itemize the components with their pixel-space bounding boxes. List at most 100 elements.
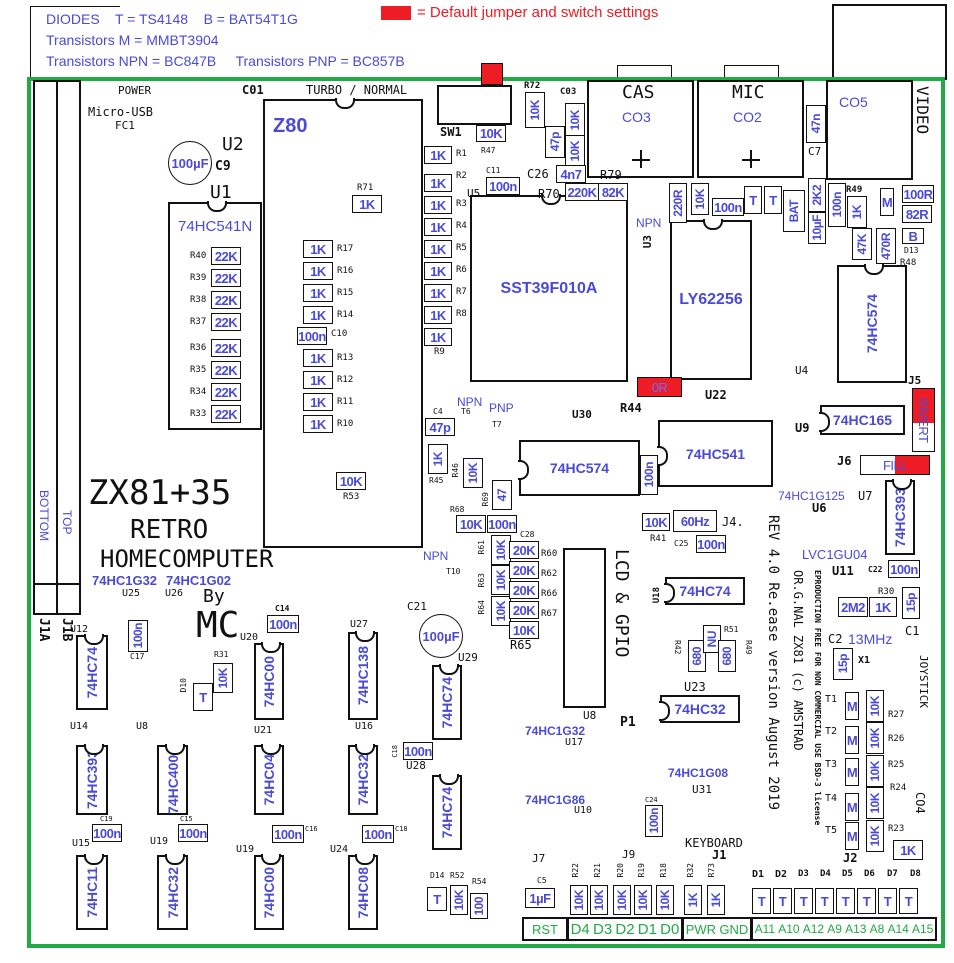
chip-notch xyxy=(84,634,104,645)
jumper-turbo[interactable] xyxy=(481,63,503,85)
ic-chip-text: SST39F010A xyxy=(500,279,598,297)
ic-chip-text: 74HC11 xyxy=(84,867,100,918)
component-value-box-text: 220R xyxy=(671,189,685,217)
silkscreen-label: R71 xyxy=(357,184,373,193)
silkscreen-label-text: C9 xyxy=(215,159,231,174)
silkscreen-label-text: HOMECOMPUTER xyxy=(100,545,274,573)
co5-label-text: CO5 xyxy=(839,94,868,110)
silkscreen-label-text: C21 xyxy=(407,600,427,613)
silkscreen-label-text: R68 xyxy=(450,505,465,514)
component-value-box-text: 1K xyxy=(310,285,326,301)
silkscreen-label: R30 xyxy=(878,588,894,597)
chip-notch xyxy=(703,219,723,230)
silkscreen-label: U21 xyxy=(254,726,272,736)
jumper-setting[interactable]: INVERT xyxy=(912,388,935,452)
component-value-box-text: M xyxy=(881,194,893,210)
silkscreen-label: J5 xyxy=(908,375,921,386)
component-value-box: 10K xyxy=(491,535,511,565)
component-value-box: 10K xyxy=(866,787,884,819)
chip-notch xyxy=(261,854,281,865)
silkscreen-label: R4 xyxy=(456,222,467,231)
silkscreen-label: R41 xyxy=(650,535,666,544)
component-value-box-text: 1K xyxy=(430,219,446,235)
component-value-box-text: 10K xyxy=(868,760,882,782)
silkscreen-label-text: C28 xyxy=(520,530,535,539)
silkscreen-label-text: R70 xyxy=(538,187,560,201)
legend-frame-left xyxy=(30,6,31,78)
ic-chip-text: 74HC08 xyxy=(355,866,371,919)
silkscreen-label: R47 xyxy=(481,147,495,155)
chip-notch xyxy=(819,412,830,432)
chip-notch xyxy=(355,854,375,865)
silkscreen-label-text: T3 xyxy=(825,759,838,770)
silkscreen-label-text: R73 xyxy=(707,863,716,878)
component-value-box: 100n xyxy=(403,742,433,760)
silkscreen-label-text: J4. xyxy=(722,515,744,529)
silkscreen-label-text: U25 xyxy=(122,588,141,599)
silkscreen-label-text: R39 xyxy=(190,273,207,283)
silkscreen-label: R54 xyxy=(472,878,486,886)
silkscreen-label-text: U14 xyxy=(70,721,89,732)
ic-chip-text: 74HC574 xyxy=(549,460,610,476)
silkscreen-label: T7 xyxy=(492,421,502,429)
ic-chip-text: Z80 xyxy=(273,115,308,137)
silkscreen-label: R5 xyxy=(456,244,467,253)
silkscreen-label-text: REV 4.0 Re.ease version August 2019 xyxy=(765,515,781,811)
silkscreen-label-text: J1 xyxy=(712,848,727,862)
ic-chip: SST39F010A xyxy=(470,194,628,382)
component-value-box: 10K xyxy=(866,690,884,722)
legend-frame-top xyxy=(30,6,120,7)
component-value-box-text: 100n xyxy=(890,561,918,577)
silkscreen-label-text: R36 xyxy=(190,343,207,353)
component-value-box: 4n7 xyxy=(556,165,586,183)
component-value-box: 10K xyxy=(491,596,511,626)
component-value-box-text: M xyxy=(846,828,858,844)
component-value-box-text: 1K xyxy=(430,329,446,345)
component-value-box-text: 1K xyxy=(430,197,446,213)
silkscreen-label-text: R11 xyxy=(337,397,354,407)
header-pin-label: D0 xyxy=(660,920,680,938)
silkscreen-label: By xyxy=(203,588,225,606)
component-value-box-text: INVERT xyxy=(916,397,931,443)
silkscreen-label-text: R16 xyxy=(337,266,354,276)
ic-chip: 74HC32 xyxy=(659,695,740,723)
silkscreen-label: T6 xyxy=(461,408,471,416)
silkscreen-label-text: J9 xyxy=(622,848,636,861)
co5-label: CO5 xyxy=(839,95,868,109)
jumper-setting[interactable]: 0R xyxy=(637,377,682,397)
header-pin-label: A9 xyxy=(827,922,842,936)
component-value-box-text: 100n xyxy=(274,826,302,842)
silkscreen-label: REV 4.0 Re.ease version August 2019 xyxy=(765,515,781,811)
component-value-box-text: 10K xyxy=(479,126,503,141)
silkscreen-label: TURBO / NORMAL xyxy=(306,84,407,96)
chip-notch xyxy=(355,631,375,642)
component-value-box: M xyxy=(845,726,859,754)
silkscreen-label-text: R61 xyxy=(477,540,486,555)
header-pin-label: A12 xyxy=(802,922,825,936)
silkscreen-label-text: R67 xyxy=(541,609,558,619)
component-value-box-text: 22K xyxy=(214,362,238,378)
component-value-box: 10K xyxy=(634,885,652,915)
component-value-box-text: 1K xyxy=(430,285,446,301)
switch-sw1 xyxy=(437,85,512,125)
component-value-box: 15p xyxy=(902,587,920,619)
silkscreen-label: CO4 xyxy=(913,792,927,814)
capacitor-c9-text: 100µF xyxy=(171,155,209,171)
ic-chip: 74HC08 xyxy=(348,854,378,930)
component-value-box-text: 1K xyxy=(430,241,446,257)
silkscreen-label: Micro-USB xyxy=(88,106,153,118)
ic-chip: 74HC11 xyxy=(76,854,108,930)
chip-notch xyxy=(164,854,185,865)
silkscreen-label-text: R41 xyxy=(650,534,667,544)
silkscreen-label: R8 xyxy=(456,310,467,319)
silkscreen-label-text: FC1 xyxy=(115,119,135,132)
silkscreen-label: C21 xyxy=(407,601,427,612)
silkscreen-label: U17 xyxy=(565,738,583,748)
component-value-box: T xyxy=(427,887,447,911)
header-pin-label: A15 xyxy=(911,922,934,936)
jumper-setting[interactable]: FILL xyxy=(860,455,930,475)
component-value-box: 1K xyxy=(424,284,452,302)
header-pin-label: A14 xyxy=(887,922,909,936)
component-value-box: 2M2 xyxy=(838,597,868,617)
silkscreen-label-text: R18 xyxy=(659,863,668,878)
